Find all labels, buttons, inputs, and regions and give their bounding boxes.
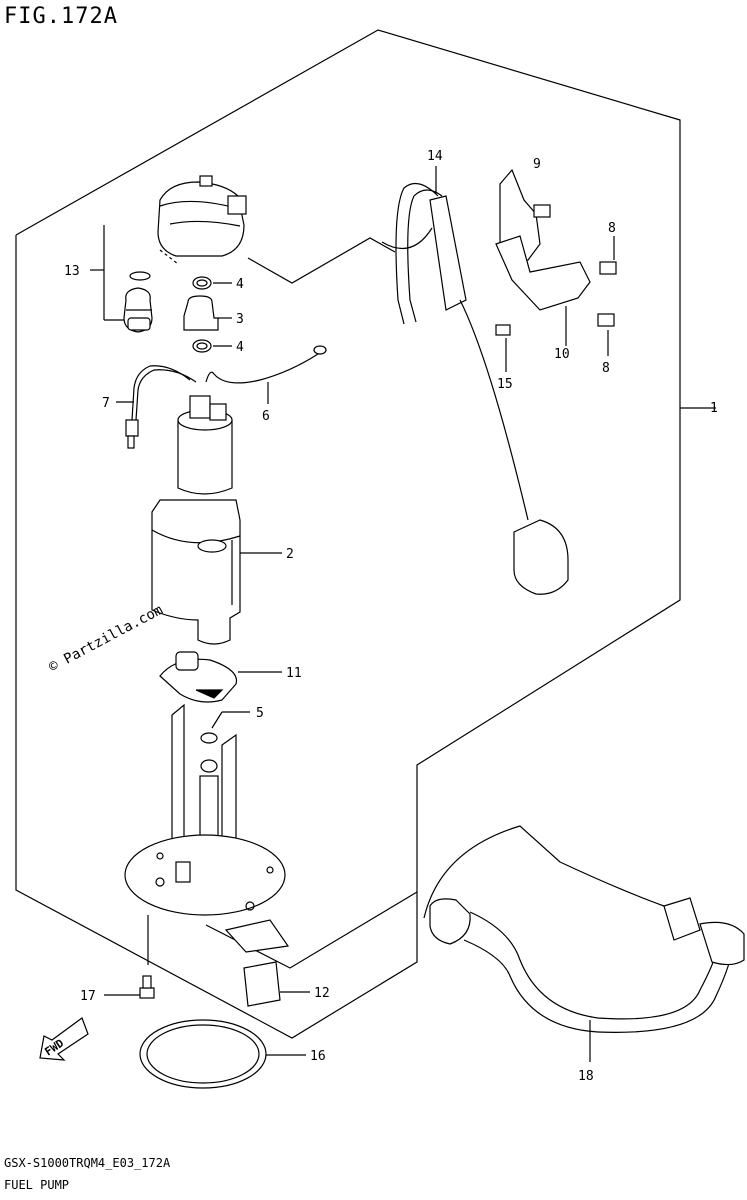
callout-4-upper: 4 [236, 277, 244, 292]
part-4-oring-lower [192, 339, 212, 353]
callout-17: 17 [80, 989, 96, 1004]
part-18-fuel-hose [423, 825, 745, 1062]
callout-5: 5 [256, 706, 264, 721]
figure-title: FIG.172A [4, 4, 118, 29]
diagram-code: GSX-S1000TRQM4_E03_172A [4, 1156, 171, 1170]
part-14-fuel-level-gauge [381, 166, 716, 595]
callout-13: 13 [64, 264, 80, 279]
callout-12: 12 [314, 986, 330, 1001]
part-8-bolt-lower [597, 313, 615, 356]
part-16-gasket [139, 1019, 306, 1089]
assembly-boundary [15, 29, 681, 1039]
callout-15: 15 [497, 377, 513, 392]
pump-base-plate [124, 703, 290, 965]
callout-16: 16 [310, 1049, 326, 1064]
callout-1: 1 [710, 401, 718, 416]
part-17-screw [104, 975, 155, 999]
callout-4-lower: 4 [236, 340, 244, 355]
callout-6: 6 [262, 409, 270, 424]
part-7-lead-wire [116, 365, 197, 449]
part-1-pump-motor [177, 395, 233, 495]
fwd-arrow [39, 1017, 89, 1061]
callout-18: 18 [578, 1069, 594, 1084]
pump-cover [157, 175, 247, 265]
part-13-regulator [90, 225, 153, 333]
part-4-oring-upper-inner [196, 279, 208, 287]
callout-14: 14 [427, 149, 443, 164]
part-4-oring-lower-inner [196, 342, 208, 350]
part-11-filter [159, 651, 282, 703]
part-8-bolt-upper [599, 236, 617, 275]
callout-10: 10 [554, 347, 570, 362]
part-12-cushion [243, 961, 310, 1007]
callout-3: 3 [236, 312, 244, 327]
diagram-name: FUEL PUMP [4, 1178, 70, 1192]
watermark-text: © Partzilla.com [46, 602, 165, 675]
part-15-screw [495, 324, 511, 372]
part-5-oring [200, 732, 218, 744]
callout-9: 9 [533, 157, 541, 172]
callout-2: 2 [286, 547, 294, 562]
part-10-holder [495, 235, 591, 346]
part-3-joint [183, 295, 232, 331]
callout-8-upper: 8 [608, 221, 616, 236]
callout-11: 11 [286, 666, 302, 681]
part-6-lead-wire [205, 345, 327, 404]
callout-8-lower: 8 [602, 361, 610, 376]
callout-7: 7 [102, 396, 110, 411]
part-2-pump-case [151, 499, 282, 645]
subassembly-boundary [247, 237, 396, 284]
part-4-oring-upper [192, 276, 212, 290]
